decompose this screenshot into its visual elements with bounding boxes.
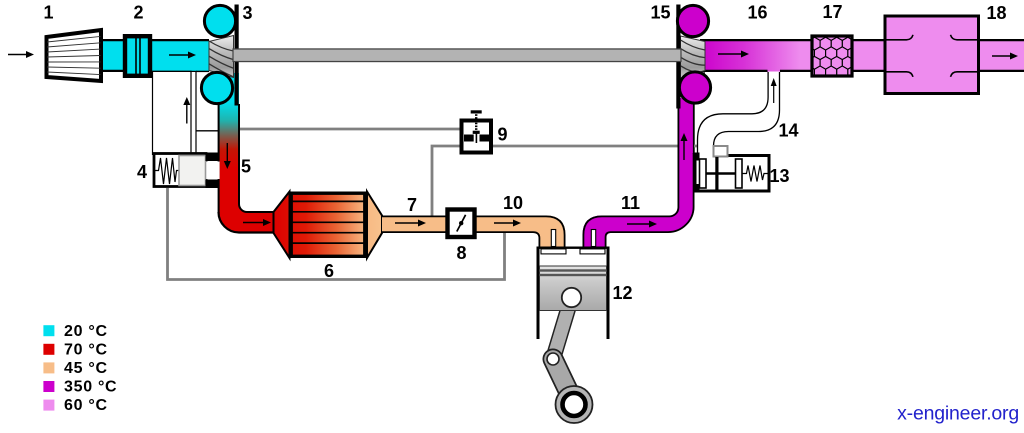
svg-text:3: 3 xyxy=(242,3,252,23)
svg-text:5: 5 xyxy=(241,157,251,177)
svg-text:1: 1 xyxy=(43,3,53,23)
svg-text:18: 18 xyxy=(986,3,1006,23)
svg-text:60 °C: 60 °C xyxy=(64,397,108,414)
svg-text:8: 8 xyxy=(456,243,466,263)
svg-text:20 °C: 20 °C xyxy=(64,323,108,340)
svg-text:x-engineer.org: x-engineer.org xyxy=(897,403,1019,425)
svg-text:17: 17 xyxy=(822,2,842,22)
svg-text:9: 9 xyxy=(497,125,507,145)
svg-text:70 °C: 70 °C xyxy=(64,341,108,358)
svg-text:15: 15 xyxy=(650,3,670,23)
svg-text:10: 10 xyxy=(503,193,523,213)
svg-text:11: 11 xyxy=(621,193,640,213)
svg-text:14: 14 xyxy=(778,121,798,141)
svg-text:6: 6 xyxy=(324,261,334,281)
svg-text:12: 12 xyxy=(612,283,632,303)
svg-text:45 °C: 45 °C xyxy=(64,360,108,377)
svg-text:350 °C: 350 °C xyxy=(64,379,117,396)
svg-text:16: 16 xyxy=(747,3,767,23)
svg-text:2: 2 xyxy=(133,3,143,23)
svg-text:4: 4 xyxy=(137,162,147,182)
svg-text:7: 7 xyxy=(407,195,417,215)
svg-text:13: 13 xyxy=(769,166,789,186)
